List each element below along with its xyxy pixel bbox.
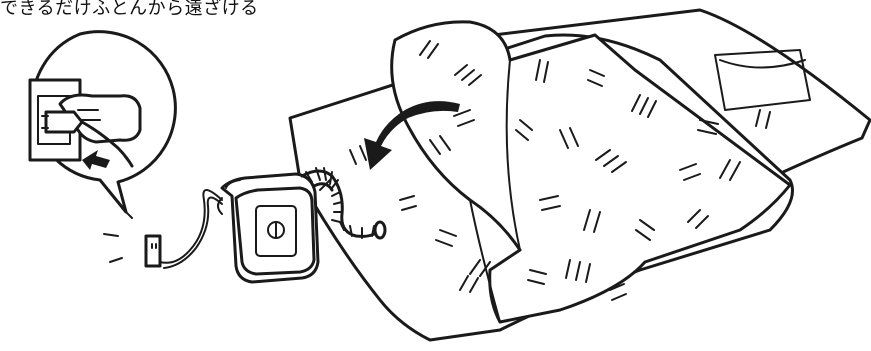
caption-text: できるだけふとんから遠ざける — [0, 0, 259, 20]
wall-outlet-icon — [146, 236, 160, 266]
dryer-unit-icon — [218, 174, 318, 282]
power-cord-icon — [160, 190, 222, 268]
attention-lines — [104, 208, 132, 262]
